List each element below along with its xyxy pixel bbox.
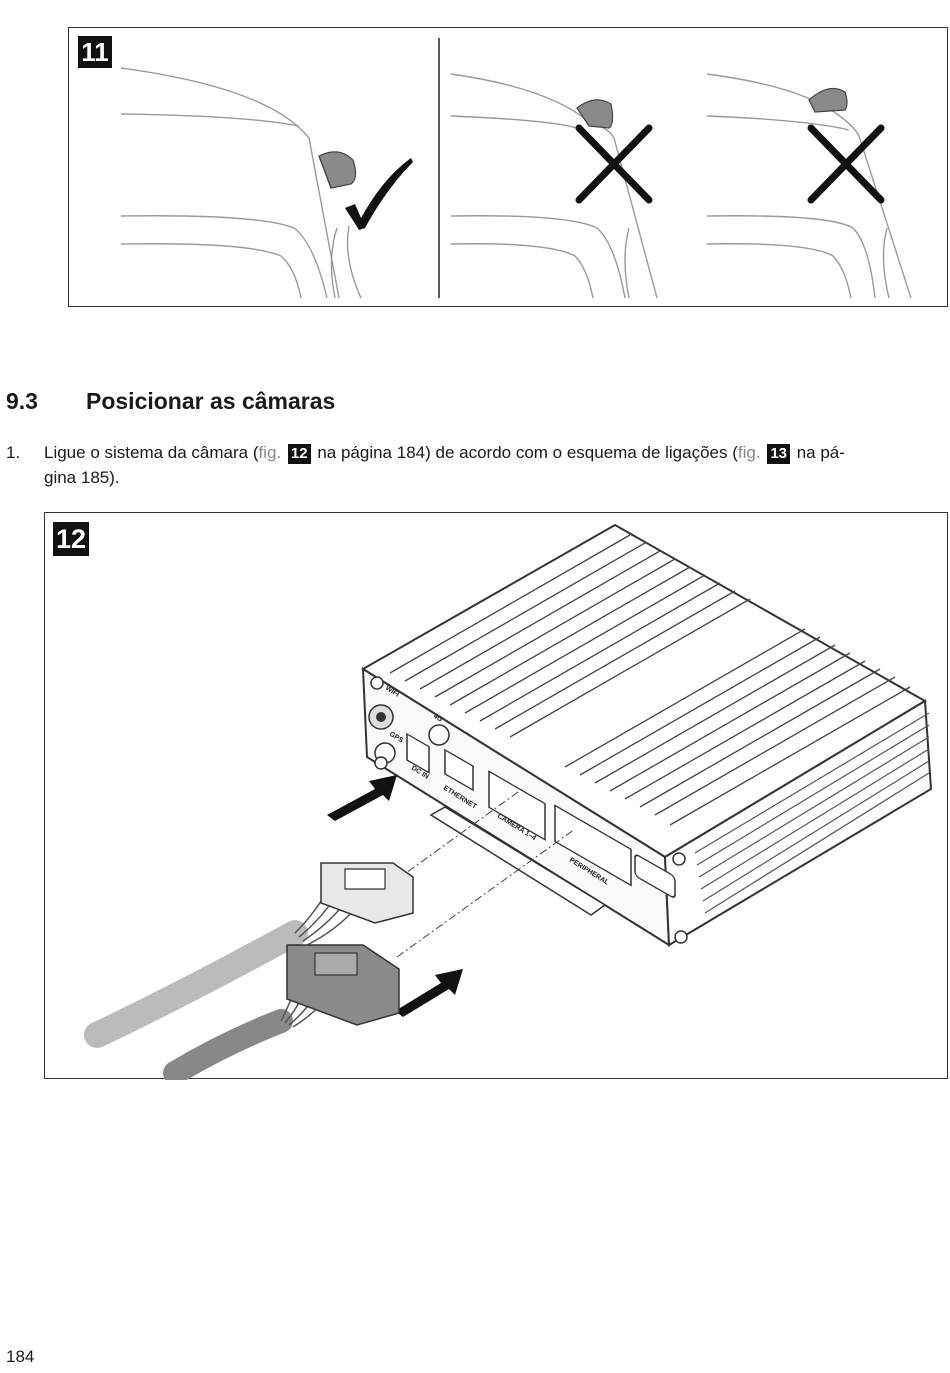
fig-reference-13[interactable]: 13 xyxy=(767,444,790,464)
plug-2-icon xyxy=(286,944,400,1026)
figure-12-illustration: WIFI GPS 4G DC IN ETHERNET CAMERA 1–4 PE… xyxy=(84,523,933,1080)
sensor-wrong-2-icon xyxy=(808,87,848,113)
insert-arrow-2-icon xyxy=(395,969,463,1017)
insert-arrow-1-icon xyxy=(327,775,397,821)
figure-11-illustration xyxy=(120,38,912,299)
step-text: Ligue o sistema da câmara (fig. 12 na pá… xyxy=(44,440,924,490)
section-number: 9.3 xyxy=(6,388,38,414)
page-number: 184 xyxy=(6,1347,35,1366)
fig-reference-word[interactable]: fig. xyxy=(737,443,761,462)
sensor-correct-icon xyxy=(318,151,357,189)
hdmi-port-icon xyxy=(634,854,676,898)
fig-reference-word[interactable]: fig. xyxy=(258,443,282,462)
sensor-wrong-1-icon xyxy=(576,99,614,129)
ethernet-port-icon xyxy=(444,748,474,792)
figure-12-badge: 12 xyxy=(53,522,89,556)
step-text-part: Ligue o sistema da câmara ( xyxy=(44,443,259,462)
step-text-part: na página 184) de acordo com o esquema d… xyxy=(312,443,738,462)
step-text-part: na pá- xyxy=(792,443,845,462)
figure-12: WIFI GPS 4G DC IN ETHERNET CAMERA 1–4 PE… xyxy=(44,512,948,1080)
figure-11-badge: 11 xyxy=(78,36,112,68)
section-heading: 9.3 Posicionar as câmaras xyxy=(6,388,335,415)
checkmark-icon xyxy=(345,158,413,230)
peripheral-port-icon xyxy=(554,804,632,887)
plug-1-icon xyxy=(320,862,414,924)
fig-reference-12[interactable]: 12 xyxy=(287,444,311,464)
cross-1-icon xyxy=(575,124,653,204)
cross-2-icon xyxy=(807,124,885,204)
label-4g: 4G xyxy=(432,713,444,724)
step-text-part: gina 185). xyxy=(44,468,120,487)
section-title: Posicionar as câmaras xyxy=(86,388,336,414)
dc-in-port-icon xyxy=(406,732,430,774)
camera-port-icon xyxy=(488,770,546,841)
step-number: 1. xyxy=(6,443,21,462)
figure-11: 11 xyxy=(68,27,948,307)
